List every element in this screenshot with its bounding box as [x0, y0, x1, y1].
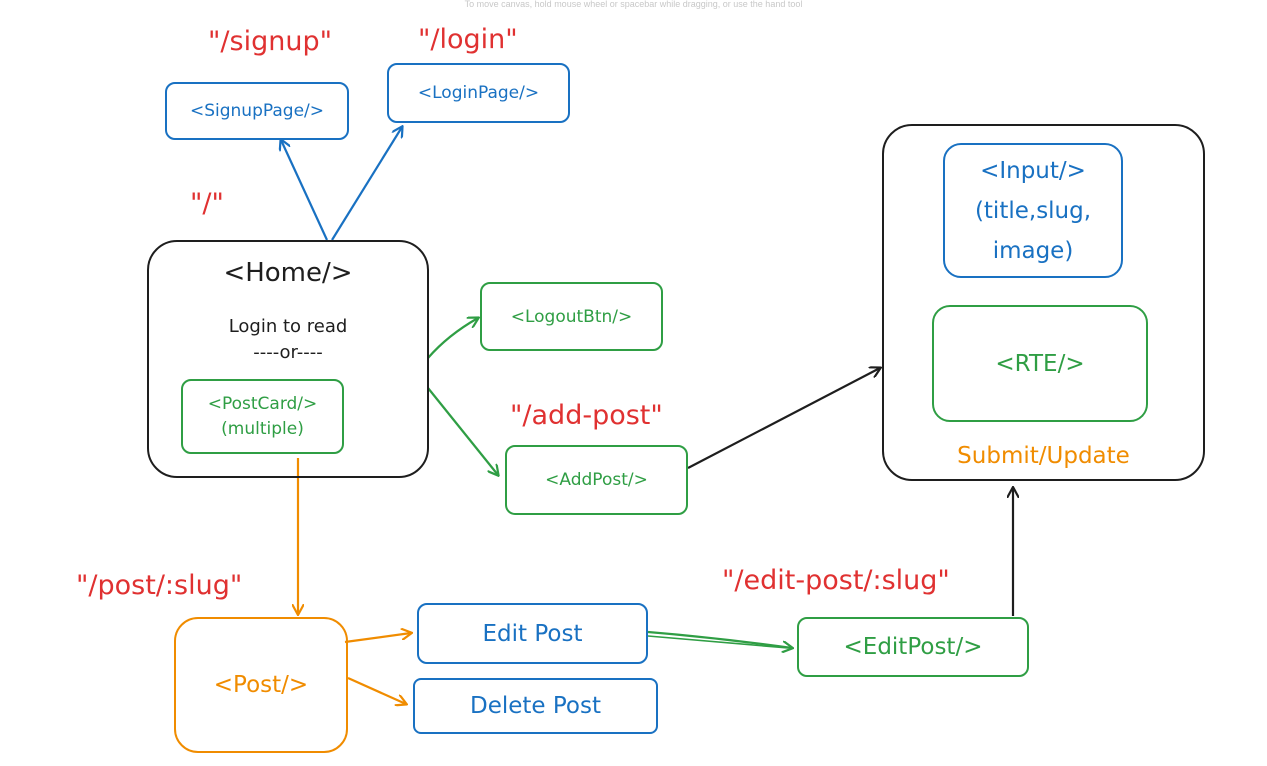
postcard-label: <PostCard/> — [207, 393, 318, 414]
logout-btn-node: <LogoutBtn/> — [480, 282, 663, 351]
arrow-home-to-logout — [427, 318, 478, 359]
route-signup-label: "/signup" — [208, 26, 333, 57]
input-fields-label: (title,slug, — [974, 197, 1092, 224]
postcard-multiple-label: (multiple) — [221, 418, 304, 439]
login-page-label: <LoginPage/> — [417, 83, 540, 103]
home-or-text: ----or---- — [253, 342, 323, 363]
route-post-label: "/post/:slug" — [76, 570, 243, 601]
arrow-post-to-delete — [347, 676, 406, 704]
signup-page-node: <SignupPage/> — [165, 82, 349, 140]
canvas-hint: To move canvas, hold mouse wheel or spac… — [464, 0, 803, 9]
signup-page-label: <SignupPage/> — [189, 101, 325, 121]
home-node — [147, 240, 429, 478]
add-post-node: <AddPost/> — [505, 445, 688, 515]
route-login-label: "/login" — [418, 24, 518, 55]
edit-post-button-label: Edit Post — [482, 620, 583, 647]
route-add-post-label: "/add-post" — [510, 400, 663, 431]
rte-label: <RTE/> — [995, 350, 1085, 377]
home-login-text: Login to read — [228, 316, 348, 337]
edit-post-node: <EditPost/> — [797, 617, 1029, 677]
rte-node: <RTE/> — [932, 305, 1148, 422]
route-home-label: "/" — [190, 188, 224, 219]
post-node: <Post/> — [174, 617, 348, 753]
postcard-node: <PostCard/> (multiple) — [181, 379, 344, 454]
input-image-label: image) — [992, 237, 1074, 264]
login-page-node: <LoginPage/> — [387, 63, 570, 123]
arrow-home-to-addpost — [427, 387, 498, 475]
add-post-label: <AddPost/> — [545, 470, 648, 490]
arrow-editbtn-to-editpost — [647, 630, 792, 648]
logout-btn-label: <LogoutBtn/> — [510, 306, 633, 327]
route-edit-post-label: "/edit-post/:slug" — [722, 565, 950, 596]
post-label: <Post/> — [213, 672, 309, 698]
delete-post-button-node: Delete Post — [413, 678, 658, 734]
arrow-addpost-to-editor — [687, 368, 880, 469]
arrow-home-to-login — [331, 127, 402, 241]
edit-post-button-node: Edit Post — [417, 603, 648, 664]
edit-post-label: <EditPost/> — [843, 634, 983, 660]
arrow-editbtn-to-editpost-stroke2 — [647, 635, 789, 649]
input-node: <Input/> (title,slug, image) — [943, 143, 1123, 278]
arrow-post-to-edit — [344, 633, 411, 644]
arrow-home-to-signup — [281, 140, 328, 241]
delete-post-button-label: Delete Post — [469, 693, 601, 719]
input-label: <Input/> — [980, 157, 1086, 184]
home-title: <Home/> — [223, 258, 353, 288]
submit-update-label: Submit/Update — [957, 443, 1130, 469]
editor-form-node — [882, 124, 1205, 481]
